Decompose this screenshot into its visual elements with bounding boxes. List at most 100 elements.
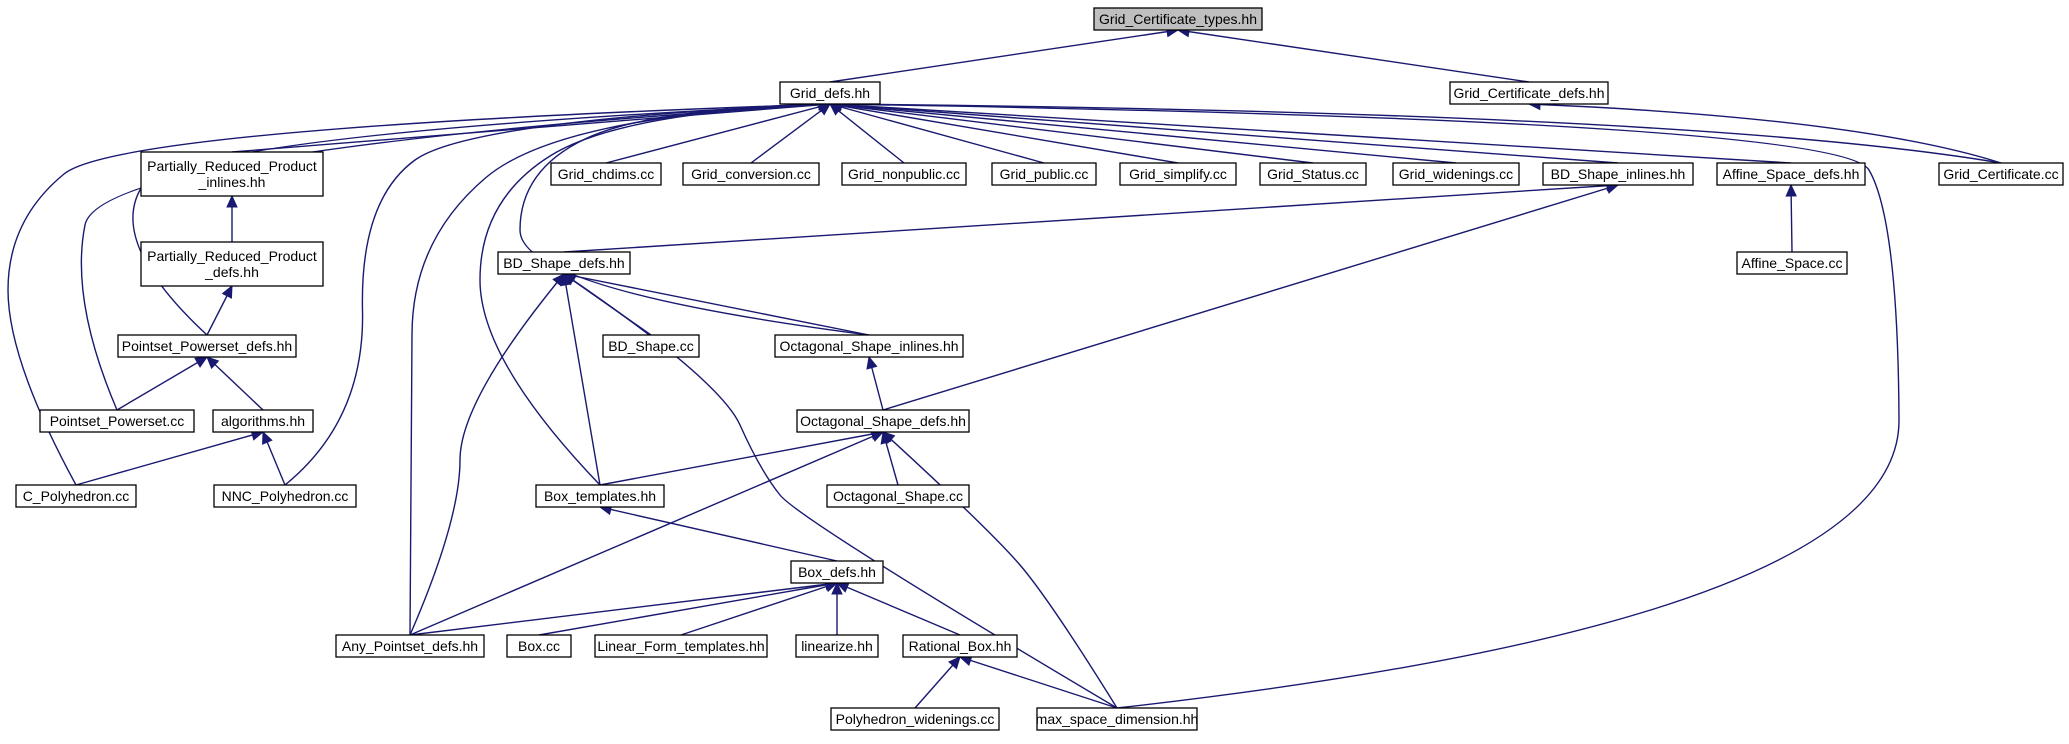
node-box[interactable] — [15, 484, 137, 508]
edge-line — [829, 103, 2002, 164]
node-box[interactable] — [1036, 707, 1198, 731]
node-label: _defs.hh — [204, 264, 259, 280]
node-box[interactable] — [140, 151, 324, 197]
node-grid_chdims[interactable]: Grid_chdims.cc — [550, 162, 662, 186]
edge-poly_widenings-to-rational_box — [914, 656, 961, 709]
node-box[interactable] — [1736, 251, 1848, 275]
node-box[interactable] — [774, 334, 964, 358]
node-grid_status[interactable]: Grid_Status.cc — [1259, 162, 1367, 186]
edge-line — [116, 356, 208, 411]
node-box[interactable] — [140, 241, 324, 287]
node-box[interactable] — [830, 707, 1000, 731]
node-box[interactable] — [1449, 81, 1609, 105]
node-box[interactable] — [212, 409, 314, 433]
edge-algorithms-to-pps_defs — [206, 356, 264, 411]
node-box[interactable] — [1119, 162, 1237, 186]
node-prp_inlines[interactable]: Partially_Reduced_Product_inlines.hh — [140, 151, 324, 197]
node-oct_inlines[interactable]: Octagonal_Shape_inlines.hh — [774, 334, 964, 358]
node-box[interactable] — [535, 484, 665, 508]
node-grid_public[interactable]: Grid_public.cc — [991, 162, 1097, 186]
node-poly_widenings[interactable]: Polyhedron_widenings.cc — [830, 707, 1000, 731]
edge-lf_templates-to-box_defs — [680, 581, 839, 636]
edge-box_templates-to-bds_defs — [560, 272, 601, 486]
node-box[interactable] — [602, 334, 700, 358]
node-algorithms[interactable]: algorithms.hh — [212, 409, 314, 433]
node-label: Grid_Certificate.cc — [1943, 166, 2058, 182]
node-pps_defs[interactable]: Pointset_Powerset_defs.hh — [117, 334, 297, 358]
node-box[interactable] — [841, 162, 967, 186]
node-any_pps_defs[interactable]: Any_Pointset_defs.hh — [335, 634, 485, 658]
node-box[interactable] — [796, 409, 970, 433]
node-lf_templates[interactable]: Linear_Form_templates.hh — [594, 634, 768, 658]
node-box[interactable] — [39, 409, 195, 433]
edge-grid_certificate-to-grid_defs — [828, 98, 2002, 164]
node-prp_defs[interactable]: Partially_Reduced_Product_defs.hh — [140, 241, 324, 287]
node-box[interactable] — [790, 560, 884, 584]
node-pps_cc[interactable]: Pointset_Powerset.cc — [39, 409, 195, 433]
node-grid_defs[interactable]: Grid_defs.hh — [779, 81, 881, 105]
node-box[interactable] — [1542, 162, 1694, 186]
node-label: _inlines.hh — [198, 174, 266, 190]
node-grid_certificate[interactable]: Grid_Certificate.cc — [1938, 162, 2064, 186]
node-box[interactable] — [335, 634, 485, 658]
node-box[interactable] — [682, 162, 820, 186]
edge-line — [829, 103, 1792, 164]
node-label: linearize.hh — [801, 638, 873, 654]
node-box[interactable] — [1716, 162, 1866, 186]
node-box_templates[interactable]: Box_templates.hh — [535, 484, 665, 508]
node-grid_cert_defs[interactable]: Grid_Certificate_defs.hh — [1449, 81, 1609, 105]
edge-line — [409, 273, 565, 636]
node-linearize[interactable]: linearize.hh — [795, 634, 879, 658]
node-oct_cc[interactable]: Octagonal_Shape.cc — [826, 484, 970, 508]
node-grid_conversion[interactable]: Grid_conversion.cc — [682, 162, 820, 186]
node-label: Box_templates.hh — [544, 488, 656, 504]
node-box[interactable] — [117, 334, 297, 358]
node-root[interactable]: Grid_Certificate_types.hh — [1093, 7, 1263, 31]
node-box_defs[interactable]: Box_defs.hh — [790, 560, 884, 584]
node-affine_cc[interactable]: Affine_Space.cc — [1736, 251, 1848, 275]
node-box[interactable] — [991, 162, 1097, 186]
node-box[interactable] — [779, 81, 881, 105]
node-label: BD_Shape_inlines.hh — [1551, 166, 1686, 182]
node-box[interactable] — [1093, 7, 1263, 31]
edge-line — [605, 103, 831, 164]
node-label: Affine_Space.cc — [1742, 255, 1843, 271]
edge-grid_certificate-to-grid_cert_defs — [1527, 98, 2002, 164]
node-affine_defs[interactable]: Affine_Space_defs.hh — [1716, 162, 1866, 186]
node-grid_nonpublic[interactable]: Grid_nonpublic.cc — [841, 162, 967, 186]
node-c_poly[interactable]: C_Polyhedron.cc — [15, 484, 137, 508]
edge-line — [563, 273, 870, 336]
node-label: Grid_conversion.cc — [691, 166, 811, 182]
node-label: Octagonal_Shape_inlines.hh — [779, 338, 958, 354]
edge-any_pps_defs-to-bds_defs — [409, 273, 565, 636]
node-grid_simplify[interactable]: Grid_simplify.cc — [1119, 162, 1237, 186]
edge-line — [829, 103, 1900, 709]
node-box[interactable] — [826, 484, 970, 508]
node-box_cc[interactable]: Box.cc — [506, 634, 572, 658]
node-nnc_poly[interactable]: NNC_Polyhedron.cc — [213, 484, 357, 508]
node-bds_defs[interactable]: BD_Shape_defs.hh — [497, 251, 631, 275]
node-box[interactable] — [1938, 162, 2064, 186]
node-box[interactable] — [1392, 162, 1520, 186]
node-label: Octagonal_Shape.cc — [833, 488, 963, 504]
node-grid_widenings[interactable]: Grid_widenings.cc — [1392, 162, 1520, 186]
node-box[interactable] — [1259, 162, 1367, 186]
node-box[interactable] — [550, 162, 662, 186]
node-box[interactable] — [506, 634, 572, 658]
edge-oct_defs-to-oct_inlines — [866, 355, 884, 411]
node-label: Box.cc — [518, 638, 560, 654]
node-box[interactable] — [594, 634, 768, 658]
node-box[interactable] — [497, 251, 631, 275]
node-box[interactable] — [902, 634, 1018, 658]
node-max_space[interactable]: max_space_dimension.hh — [1036, 707, 1199, 731]
arrowhead-icon — [948, 656, 961, 670]
node-box[interactable] — [213, 484, 357, 508]
node-rational_box[interactable]: Rational_Box.hh — [902, 634, 1018, 658]
node-oct_defs[interactable]: Octagonal_Shape_defs.hh — [796, 409, 970, 433]
node-label: Rational_Box.hh — [909, 638, 1012, 654]
node-label: Box_defs.hh — [798, 564, 876, 580]
node-bds_cc[interactable]: BD_Shape.cc — [602, 334, 700, 358]
node-bds_inlines[interactable]: BD_Shape_inlines.hh — [1542, 162, 1694, 186]
node-box[interactable] — [795, 634, 879, 658]
